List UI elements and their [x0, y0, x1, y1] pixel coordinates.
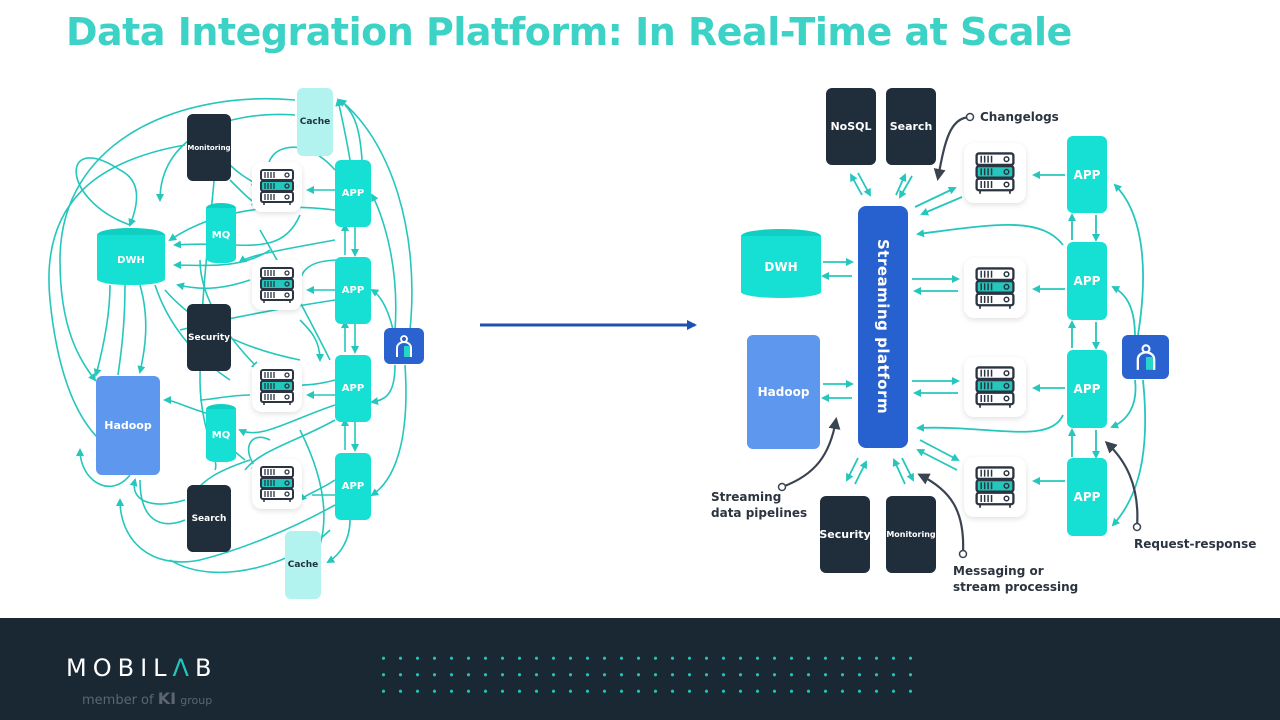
- right-nosql: NoSQL: [826, 88, 876, 165]
- server-icon: [964, 357, 1026, 417]
- left-mq-bottom: MQ: [206, 409, 236, 462]
- group-suffix: group: [180, 694, 213, 707]
- left-cache-bottom: Cache: [285, 531, 321, 599]
- logo-accent: Λ: [172, 654, 195, 682]
- left-app-3: APP: [335, 355, 371, 422]
- server-icon: [964, 258, 1026, 318]
- server-icon: [252, 362, 302, 412]
- server-icon: [252, 459, 302, 509]
- annotation-line: data pipelines: [711, 506, 808, 520]
- server-icon: [964, 457, 1026, 517]
- left-monitoring: Monitoring: [187, 114, 231, 181]
- annotation-streaming-pipelines: Streaming data pipelines: [711, 489, 807, 521]
- annotation-messaging: Messaging or stream processing: [953, 563, 1078, 595]
- right-security: Security: [819, 496, 871, 573]
- ki-brand: KI: [157, 689, 177, 708]
- left-mq-top: MQ: [206, 208, 236, 263]
- streaming-platform: Streaming platform: [858, 206, 908, 448]
- server-icon: [252, 162, 302, 212]
- decorative-dot-grid: [375, 650, 915, 698]
- streaming-platform-label: Streaming platform: [874, 239, 892, 415]
- annotation-line: Messaging or: [953, 564, 1044, 578]
- right-hub-connections: [821, 171, 1147, 527]
- server-icon: [964, 143, 1026, 203]
- member-prefix: member of: [82, 693, 154, 708]
- left-security: Security: [187, 304, 231, 371]
- left-app-4: APP: [335, 453, 371, 520]
- server-icon: [252, 260, 302, 310]
- left-hadoop: Hadoop: [96, 376, 160, 475]
- left-search: Search: [187, 485, 231, 552]
- user-icon: [1122, 335, 1169, 379]
- right-app-3: APP: [1067, 350, 1107, 428]
- left-app-1: APP: [335, 160, 371, 227]
- left-app-2: APP: [335, 257, 371, 324]
- mobilab-logo: MOBILΛB: [66, 654, 217, 682]
- right-hadoop: Hadoop: [747, 335, 820, 449]
- user-icon: [384, 328, 424, 364]
- annotation-request-response: Request-response: [1134, 537, 1257, 551]
- right-search: Search: [886, 88, 936, 165]
- right-monitoring: Monitoring: [886, 496, 936, 573]
- member-of-ki-group: member of KI group: [82, 689, 212, 708]
- logo-text: MOBIL: [66, 654, 173, 682]
- annotation-line: Streaming: [711, 490, 782, 504]
- annotation-changelogs: Changelogs: [980, 110, 1059, 124]
- left-dwh: DWH: [97, 235, 165, 285]
- right-dwh: DWH: [741, 236, 821, 298]
- left-cache-top: Cache: [297, 88, 333, 156]
- right-app-2: APP: [1067, 242, 1107, 320]
- annotation-line: stream processing: [953, 580, 1079, 594]
- right-app-4: APP: [1067, 458, 1107, 536]
- slide-title: Data Integration Platform: In Real-Time …: [66, 10, 1072, 54]
- annotation-pointers: [777, 112, 1142, 559]
- right-app-1: APP: [1067, 136, 1107, 213]
- logo-text-end: B: [194, 654, 218, 682]
